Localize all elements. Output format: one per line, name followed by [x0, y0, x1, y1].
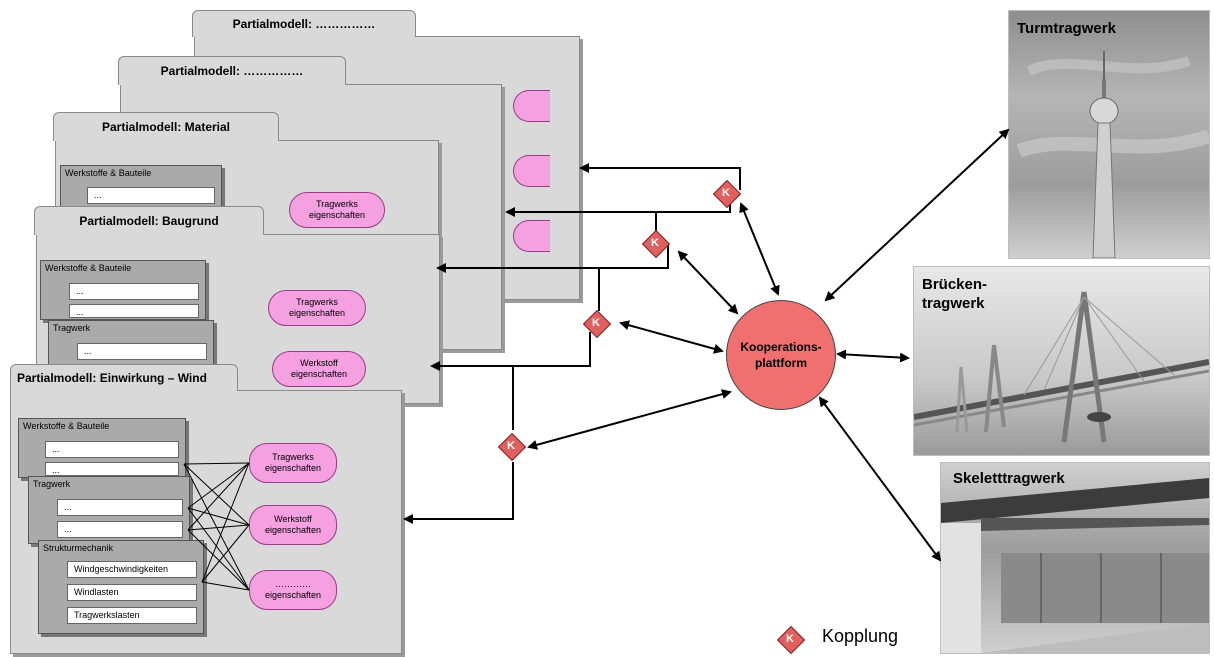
material-field: ...	[87, 187, 215, 204]
wind-field-6: Windlasten	[67, 584, 197, 601]
group-title: Tragwerk	[53, 323, 91, 333]
group-title: Werkstoffe & Bauteile	[23, 421, 110, 431]
coupling-label-1: K	[722, 187, 730, 199]
cooperation-platform: Kooperations- plattform	[726, 300, 836, 410]
partial-model-title-wind: Partialmodell: Einwirkung – Wind	[10, 364, 238, 391]
baugrund-group-tragwerk: Tragwerk ...	[48, 320, 214, 366]
wind-group-tragwerk: Tragwerk ... ...	[28, 476, 190, 544]
photo-title-turmtragwerk: Turmtragwerk	[1017, 20, 1116, 37]
baugrund-pill-werkstoff: Werkstoff eigenschaften	[272, 351, 366, 387]
tower-silhouette	[1016, 51, 1209, 258]
baugrund-group-werkstoffe: Werkstoffe & Bauteile ... ...	[40, 260, 206, 320]
group-title: Werkstoffe & Bauteile	[65, 168, 152, 178]
group-title: Strukturmechanik	[43, 543, 114, 553]
coupling-label-3: K	[592, 317, 600, 329]
photo-turmtragwerk: Turmtragwerk	[1008, 10, 1210, 259]
wind-pill-tragwerks: Tragwerks eigenschaften	[249, 443, 337, 483]
wind-field-4: ...	[57, 521, 183, 538]
wind-field-3: ...	[57, 499, 183, 516]
bridge-silhouette	[914, 291, 1209, 443]
partial-model-title-baugrund: Partialmodell: Baugrund	[34, 206, 264, 235]
legend-label: Kopplung	[822, 626, 899, 646]
wind-field-7: Tragwerkslasten	[67, 607, 197, 624]
hidden-pill	[513, 220, 550, 252]
baugrund-field-2: ...	[69, 304, 199, 318]
coupling-label-4: K	[507, 440, 515, 452]
photo-title-skeletttragwerk: Skeletttragwerk	[953, 470, 1065, 487]
photo-skeletttragwerk: Skeletttragwerk	[940, 462, 1210, 654]
wind-field-5: Windgeschwindigkeiten	[67, 561, 197, 578]
baugrund-field-3: ...	[77, 343, 207, 360]
wind-pill-other: ………… eigenschaften	[249, 570, 337, 610]
hidden-pill	[513, 90, 550, 122]
wind-group-werkstoffe: Werkstoffe & Bauteile ... ...	[18, 418, 186, 478]
material-group-werkstoffe: Werkstoffe & Bauteile ...	[60, 165, 222, 211]
material-pill-tragwerks: Tragwerks eigenschaften	[289, 192, 385, 228]
coupling-label-2: K	[651, 237, 659, 249]
baugrund-field-1: ...	[69, 283, 199, 300]
wind-pill-werkstoff: Werkstoff eigenschaften	[249, 505, 337, 545]
partial-model-title-2: Partialmodell: ……………	[118, 56, 346, 85]
wind-field-2: ...	[45, 462, 179, 476]
partial-model-title-material: Partialmodell: Material	[53, 112, 279, 141]
baugrund-pill-tragwerks: Tragwerks eigenschaften	[268, 290, 366, 326]
hidden-pill	[513, 155, 550, 187]
group-title: Tragwerk	[33, 479, 71, 489]
skeleton-silhouette	[941, 478, 1209, 653]
legend-coupling-label: K	[786, 633, 794, 645]
photo-title-brueckentragwerk: Brücken- tragwerk	[922, 276, 988, 312]
wind-field-1: ...	[45, 441, 179, 458]
wind-group-strukturmechanik: Strukturmechanik Windgeschwindigkeiten W…	[38, 540, 204, 634]
partial-model-title-1: Partialmodell: ……………	[192, 10, 416, 37]
group-title: Werkstoffe & Bauteile	[45, 263, 132, 273]
photo-brueckentragwerk: Brücken- tragwerk	[913, 266, 1210, 456]
